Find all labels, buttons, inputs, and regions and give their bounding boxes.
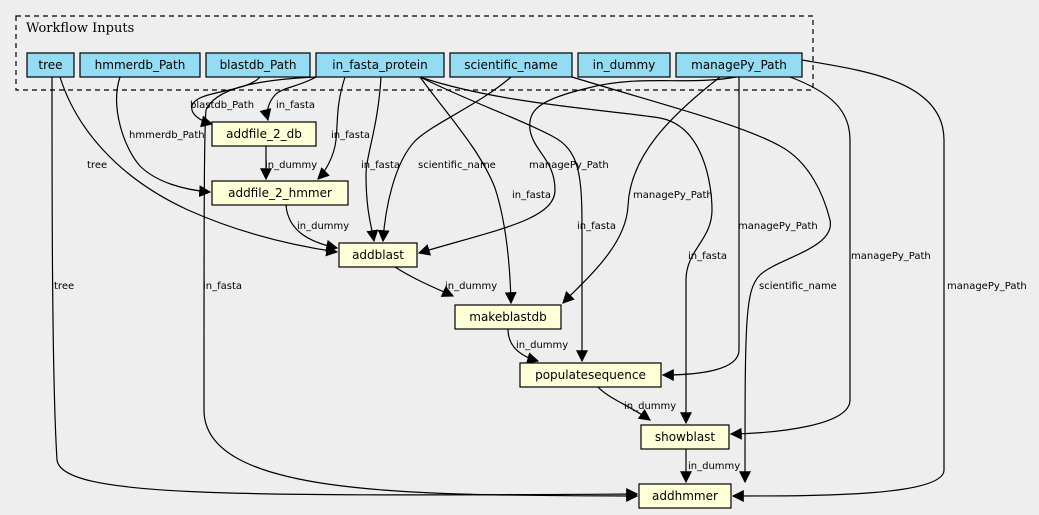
edge-sci-to-addblast-label: scientific_name — [418, 160, 496, 171]
edge-infasta-to-showblast-label: in_fasta — [688, 251, 727, 262]
edge-addfile-2-db-to-addfile-2-hmmer-label: in_dummy — [265, 160, 317, 171]
input-node-sci-label: scientific_name — [464, 58, 557, 72]
input-node-managepy[interactable]: managePy_Path — [675, 52, 803, 78]
edge-populatesequence-to-showblast-label: in_dummy — [624, 401, 676, 412]
step-node-populatesequence-box[interactable] — [519, 362, 662, 388]
edge-infasta-to-populatesequence-label: in_fasta — [577, 221, 616, 232]
edge-tree-to-addhmmer — [51, 76, 639, 501]
edge-managepy-to-makeblastdb-label: managePy_Path — [633, 190, 713, 201]
edge-hmmerdb-to-addfile-2-hmmer — [116, 76, 212, 198]
step-node-addfile-2-db[interactable]: addfile_2_db — [211, 121, 317, 147]
nodes-layer: tree hmmerdb_Path blastdb_Path in_fasta_pro… — [26, 52, 803, 509]
edges-layer: blastdb_Path in_fasta hmmerdb_Path in_dummy… — [51, 59, 1027, 502]
input-node-sci-box[interactable] — [449, 52, 573, 78]
edge-hmmerdb-to-addfile-2-hmmer-label: hmmerdb_Path — [129, 130, 205, 141]
edge-sci-to-addhmmer-label: scientific_name — [759, 281, 837, 292]
edge-makeblastdb-to-populatesequence-label: in_dummy — [516, 340, 568, 351]
input-node-indummy-box[interactable] — [577, 52, 671, 78]
edge-tree-to-addblast — [59, 76, 339, 257]
step-node-addhmmer[interactable]: addhmmer — [638, 483, 732, 509]
step-node-showblast-box[interactable] — [640, 424, 730, 450]
step-node-addfile-2-hmmer-label: addfile_2_hmmer — [228, 186, 332, 200]
edge-infasta-to-addblast — [365, 76, 382, 243]
cluster-border — [15, 15, 814, 91]
step-node-showblast-label: showblast — [655, 430, 716, 444]
edge-infasta-to-addhmmer — [203, 76, 639, 502]
edge-makeblastdb-to-populatesequence — [507, 328, 540, 364]
edge-sci-to-addhmmer — [571, 76, 831, 484]
input-node-infasta-box[interactable] — [315, 52, 445, 78]
edge-infasta-to-addfile-2-db-label: in_fasta — [276, 100, 315, 111]
input-node-managepy-box[interactable] — [675, 52, 803, 78]
step-node-addfile-2-db-box[interactable] — [211, 121, 317, 147]
step-node-populatesequence-label: populatesequence — [535, 368, 646, 382]
step-node-populatesequence[interactable]: populatesequence — [519, 362, 662, 388]
workflow-inputs-cluster: Workflow Inputs — [15, 15, 814, 91]
input-node-infasta[interactable]: in_fasta_protein — [315, 52, 445, 78]
edge-tree-to-addhmmer-label: tree — [54, 281, 74, 292]
edge-managepy-to-addhmmer — [731, 59, 945, 502]
step-node-addfile-2-hmmer[interactable]: addfile_2_hmmer — [211, 180, 349, 206]
input-node-hmmerdb-box[interactable] — [79, 52, 201, 78]
edge-tree-to-addblast-label: tree — [87, 160, 107, 171]
input-node-blastdb-label: blastdb_Path — [220, 58, 297, 72]
edge-infasta-to-addblast-label: in_fasta — [361, 160, 400, 171]
edge-managepy-to-addblast-label: managePy_Path — [529, 160, 609, 171]
input-node-tree-box[interactable] — [26, 52, 75, 78]
input-node-tree[interactable]: tree — [26, 52, 75, 78]
step-node-addfile-2-hmmer-box[interactable] — [211, 180, 349, 206]
step-node-showblast[interactable]: showblast — [640, 424, 730, 450]
edge-blastdb-to-addfile-2-db-label: blastdb_Path — [190, 100, 254, 111]
edge-infasta-to-populatesequence — [419, 76, 588, 363]
step-node-addblast[interactable]: addblast — [338, 242, 418, 268]
step-node-addfile-2-db-label: addfile_2_db — [226, 127, 302, 141]
edge-infasta-to-addfile-2-hmmer-label: in_fasta — [331, 130, 370, 141]
edge-showblast-to-addhmmer-label: in_dummy — [688, 461, 740, 472]
edge-managepy-to-addblast — [417, 76, 737, 256]
input-node-infasta-label: in_fasta_protein — [332, 58, 427, 72]
step-node-addblast-label: addblast — [352, 248, 404, 262]
step-node-addhmmer-label: addhmmer — [652, 489, 718, 503]
cluster-label: Workflow Inputs — [26, 21, 134, 36]
input-node-indummy-label: in_dummy — [593, 58, 656, 72]
edge-addfile-2-hmmer-to-addblast-label: in_dummy — [297, 221, 349, 232]
input-node-hmmerdb-label: hmmerdb_Path — [95, 58, 186, 72]
input-node-tree-label: tree — [38, 58, 62, 72]
edge-addblast-to-makeblastdb — [394, 266, 455, 297]
edge-addblast-to-makeblastdb-label: in_dummy — [445, 281, 497, 292]
edge-infasta-to-addfile-2-db — [259, 76, 317, 122]
input-node-managepy-label: managePy_Path — [691, 58, 787, 72]
edge-managepy-to-makeblastdb — [562, 76, 721, 304]
input-node-indummy[interactable]: in_dummy — [577, 52, 671, 78]
input-node-hmmerdb[interactable]: hmmerdb_Path — [79, 52, 201, 78]
edge-managepy-to-showblast-label: managePy_Path — [851, 251, 931, 262]
edge-infasta-to-showblast — [419, 76, 713, 425]
edge-managepy-to-populatesequence-label: managePy_Path — [738, 221, 818, 232]
step-node-makeblastdb-label: makeblastdb — [469, 310, 546, 324]
step-node-addblast-box[interactable] — [338, 242, 418, 268]
input-node-blastdb[interactable]: blastdb_Path — [205, 52, 311, 78]
edge-managepy-to-addhmmer-label: managePy_Path — [947, 281, 1027, 292]
edge-addfile-2-hmmer-to-addblast — [285, 204, 339, 252]
input-node-sci[interactable]: scientific_name — [449, 52, 573, 78]
edge-infasta-to-addhmmer-label: in_fasta — [203, 281, 242, 292]
edge-populatesequence-to-showblast — [597, 386, 651, 421]
edge-managepy-to-populatesequence — [661, 77, 740, 381]
input-node-blastdb-box[interactable] — [205, 52, 311, 78]
edge-managepy-to-showblast — [729, 76, 851, 440]
edge-sci-to-addblast — [377, 76, 512, 243]
edge-infasta-to-makeblastdb — [419, 76, 517, 305]
edge-infasta-to-addfile-2-hmmer — [317, 76, 346, 180]
step-node-makeblastdb-box[interactable] — [454, 304, 562, 330]
edge-infasta-to-makeblastdb-label: in_fasta — [512, 190, 551, 201]
step-node-makeblastdb[interactable]: makeblastdb — [454, 304, 562, 330]
step-node-addhmmer-box[interactable] — [638, 483, 732, 509]
